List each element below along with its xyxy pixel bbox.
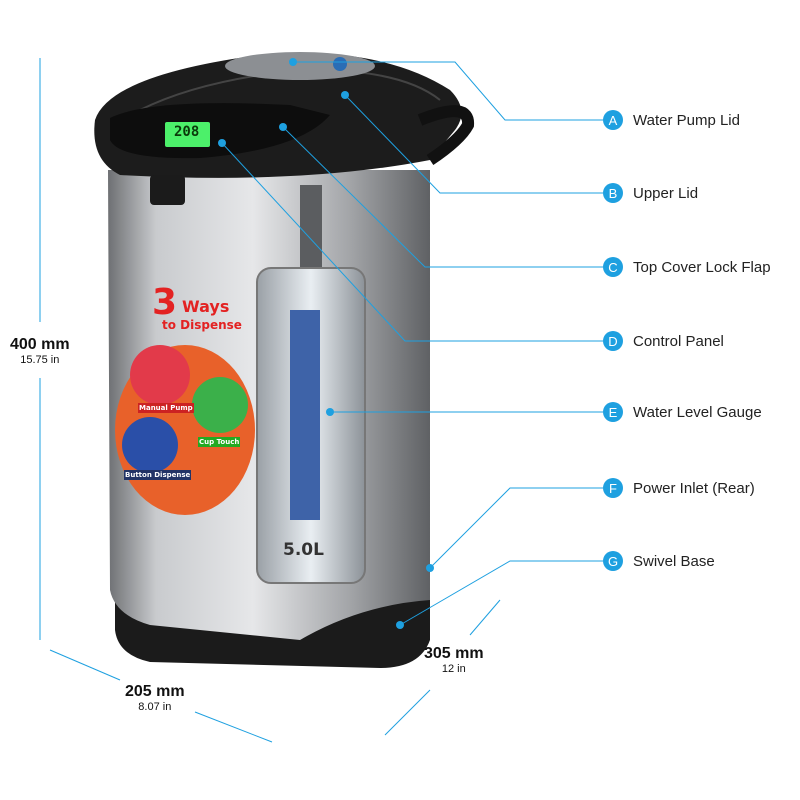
leader-c	[282, 126, 603, 268]
height-in: 15.75 in	[20, 354, 60, 366]
callout-badge: C	[603, 257, 623, 277]
depth-mm: 305 mm	[424, 645, 484, 662]
callout-label: Top Cover Lock Flap	[633, 258, 771, 276]
callout-power-inlet: F Power Inlet (Rear)	[603, 476, 755, 500]
callout-badge: A	[603, 110, 623, 130]
callout-badge: B	[603, 183, 623, 203]
callout-label: Swivel Base	[633, 552, 715, 570]
callout-upper-lid: B Upper Lid	[603, 181, 698, 205]
capacity-mark: 5.0L	[283, 540, 324, 560]
spout	[150, 175, 185, 205]
callout-label: Water Pump Lid	[633, 111, 740, 129]
sticker-number: 3	[152, 282, 178, 323]
depth-in: 12 in	[441, 663, 466, 675]
callout-badge: G	[603, 551, 623, 571]
callout-label: Control Panel	[633, 332, 724, 350]
callout-badge: F	[603, 478, 623, 498]
callout-label: Power Inlet (Rear)	[633, 479, 755, 497]
method-manual-pump: Manual Pump	[138, 403, 194, 413]
leader-lines	[39, 58, 603, 743]
width-mm: 205 mm	[125, 683, 185, 700]
depth-dim-line	[384, 689, 431, 736]
callout-water-pump-lid: A Water Pump Lid	[603, 108, 740, 132]
water-pump-lid	[225, 52, 375, 80]
height-mm: 400 mm	[10, 336, 70, 353]
callout-badge: D	[603, 331, 623, 351]
leader-g	[399, 560, 603, 626]
callout-label: Upper Lid	[633, 184, 699, 202]
callout-top-cover-lock-flap: C Top Cover Lock Flap	[603, 255, 771, 279]
leader-d	[221, 142, 603, 342]
callout-label: Water Level Gauge	[633, 403, 762, 421]
lcd-display	[165, 122, 210, 147]
method-button-dispense: Button Dispense	[124, 470, 192, 480]
callout-badge: E	[603, 402, 623, 422]
sticker-title: Ways	[182, 297, 230, 316]
leader-f	[429, 487, 603, 569]
handle	[417, 105, 474, 165]
width-dim-line	[49, 649, 121, 681]
callout-control-panel: D Control Panel	[603, 329, 724, 353]
callout-swivel-base: G Swivel Base	[603, 549, 715, 573]
leader-a	[293, 61, 603, 121]
method-cup-touch: Cup Touch	[198, 437, 241, 447]
callout-water-level-gauge: E Water Level Gauge	[603, 400, 762, 424]
width-in: 8.07 in	[138, 701, 172, 713]
lcd-reading: 208	[174, 124, 200, 140]
leader-b	[344, 94, 603, 194]
sticker-subtitle: to Dispense	[162, 318, 242, 332]
